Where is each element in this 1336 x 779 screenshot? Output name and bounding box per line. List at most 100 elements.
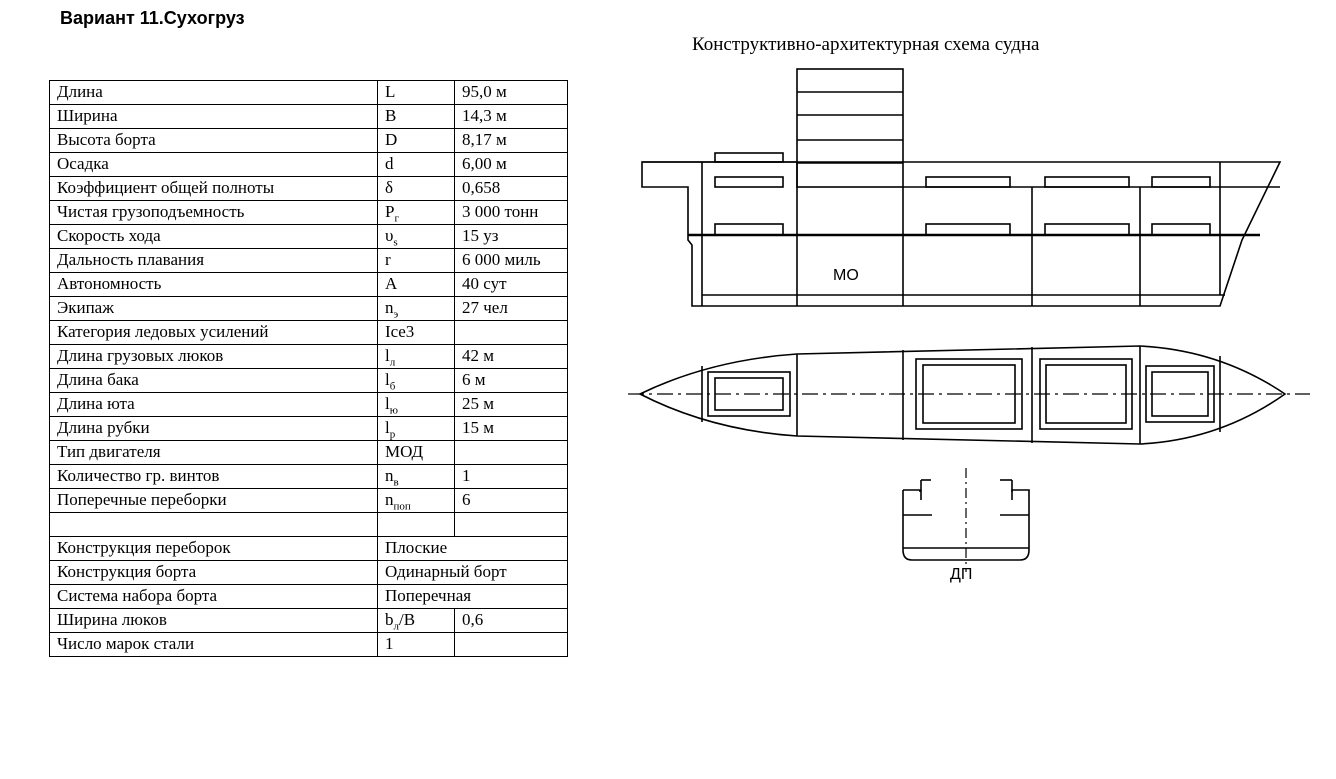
symbol-subscript: р [389, 428, 396, 441]
table-row: Скорость хода υs 15 уз [49, 224, 568, 249]
param-name: Конструкция борта [49, 560, 378, 585]
plan-view [628, 345, 1310, 445]
table-row: Осадка d 6,00 м [49, 152, 568, 177]
hatch-plan [1145, 365, 1215, 423]
tween-hatch [925, 223, 1011, 236]
param-name: Число марок стали [49, 632, 378, 657]
param-name: Длина бака [49, 368, 378, 393]
hull-profile [641, 161, 1282, 307]
param-name: Скорость хода [49, 224, 378, 249]
symbol-subscript: s [393, 236, 398, 249]
table-row: Ширина B 14,3 м [49, 104, 568, 129]
table-row: Ширина люков bл/B 0,6 [49, 608, 568, 633]
param-symbol: nв [377, 464, 455, 489]
hatch-coaming [1151, 176, 1211, 188]
table-row: Коэффициент общей полноты δ 0,658 [49, 176, 568, 201]
hatch-coaming [1044, 176, 1130, 188]
side-elevation: МО [641, 68, 1282, 307]
param-value: Плоские [377, 536, 568, 561]
param-value [454, 632, 568, 657]
param-name: Количество гр. винтов [49, 464, 378, 489]
table-row: Поперечные переборки nпоп 6 [49, 488, 568, 513]
param-symbol: lб [377, 368, 455, 393]
hatch-coaming [714, 176, 784, 188]
engine-room-label: МО [833, 267, 859, 284]
param-symbol: Pг [377, 200, 455, 225]
param-value: 27 чел [454, 296, 568, 321]
symbol-base: l [385, 394, 390, 413]
hatch-plan-inner [1151, 371, 1209, 417]
param-value: 6 [454, 488, 568, 513]
symbol-base: l [385, 418, 390, 437]
hatch-plan-inner [922, 364, 1016, 424]
param-value: Поперечная [377, 584, 568, 609]
table-row-empty [49, 512, 568, 537]
deckhouse [796, 68, 904, 188]
param-symbol: МОД [377, 440, 455, 465]
symbol-subscript: л [393, 620, 400, 633]
parameters-table: Длина L 95,0 м Ширина B 14,3 м Высота бо… [49, 80, 568, 657]
param-value: Одинарный борт [377, 560, 568, 585]
param-name: Чистая грузоподъемность [49, 200, 378, 225]
param-value: 95,0 м [454, 80, 568, 105]
param-name: Система набора борта [49, 584, 378, 609]
param-name: Тип двигателя [49, 440, 378, 465]
hull-plan [638, 345, 1287, 445]
param-value: 3 000 тонн [454, 200, 568, 225]
table-row: Автономность A 40 сут [49, 272, 568, 297]
param-value: 1 [454, 464, 568, 489]
table-row: Конструкция борта Одинарный борт [49, 560, 568, 585]
param-name: Конструкция переборок [49, 536, 378, 561]
symbol-base: n [385, 466, 394, 485]
table-row: Экипаж nэ 27 чел [49, 296, 568, 321]
param-value: 15 м [454, 416, 568, 441]
symbol-subscript: поп [393, 500, 411, 513]
param-value [454, 440, 568, 465]
symbol-base: l [385, 346, 390, 365]
param-value: 25 м [454, 392, 568, 417]
hatch-plan-inner [1045, 364, 1127, 424]
table-row: Категория ледовых усилений Ice3 [49, 320, 568, 345]
param-symbol: 1 [377, 632, 455, 657]
param-symbol: lл [377, 344, 455, 369]
param-symbol: B [377, 104, 455, 129]
table-row: Конструкция переборок Плоские [49, 536, 568, 561]
param-name: Высота борта [49, 128, 378, 153]
tween-hatch [1044, 223, 1130, 236]
hatch-plan-inner [714, 377, 784, 411]
param-value [454, 512, 568, 537]
cross-section: ДП [902, 468, 1030, 583]
param-symbol: lр [377, 416, 455, 441]
param-name: Осадка [49, 152, 378, 177]
table-row: Длина рубки lр 15 м [49, 416, 568, 441]
symbol-base: n [385, 490, 394, 509]
table-row: Длина грузовых люков lл 42 м [49, 344, 568, 369]
table-row: Высота борта D 8,17 м [49, 128, 568, 153]
centerplane-label: ДП [950, 566, 972, 583]
param-value: 15 уз [454, 224, 568, 249]
param-value: 42 м [454, 344, 568, 369]
param-symbol: δ [377, 176, 455, 201]
param-name: Автономность [49, 272, 378, 297]
hatch-plan [1039, 358, 1133, 430]
param-value: 6,00 м [454, 152, 568, 177]
param-name: Дальность плавания [49, 248, 378, 273]
param-name: Длина [49, 80, 378, 105]
param-symbol: L [377, 80, 455, 105]
table-row: Число марок стали 1 [49, 632, 568, 657]
symbol-subscript: э [393, 308, 399, 321]
symbol-subscript: ю [389, 404, 398, 417]
table-row: Длина бака lб 6 м [49, 368, 568, 393]
symbol-subscript: л [389, 356, 396, 369]
table-row: Тип двигателя МОД [49, 440, 568, 465]
symbol-base: n [385, 298, 394, 317]
hatch-plan [915, 358, 1023, 430]
poop-deckhouse [714, 152, 784, 163]
symbol-base: b [385, 610, 394, 629]
tween-hatch [1151, 223, 1211, 236]
param-name: Длина юта [49, 392, 378, 417]
param-symbol [377, 512, 455, 537]
tween-hatch [714, 223, 784, 236]
symbol-base: P [385, 202, 395, 221]
param-symbol: Ice3 [377, 320, 455, 345]
